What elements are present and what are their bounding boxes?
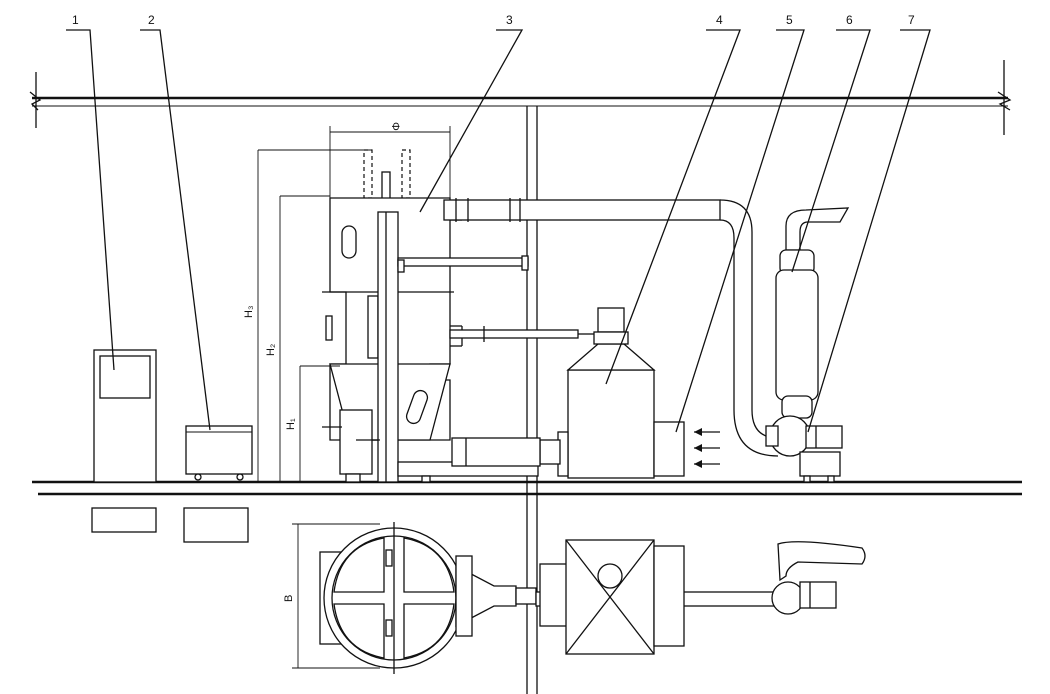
control-cabinet — [93, 349, 157, 483]
dimension-lines — [257, 126, 451, 669]
callout-6: 6 — [846, 13, 853, 27]
air-heater — [539, 307, 685, 479]
dimension-phi: Φ — [389, 122, 401, 131]
callout-4: 4 — [716, 13, 723, 27]
ceiling-line — [29, 60, 1012, 135]
hot-air-duct — [443, 198, 779, 457]
dimension-h3: H₃ — [243, 306, 255, 318]
cyclone-separator — [775, 207, 850, 419]
callout-5: 5 — [786, 13, 793, 27]
leader-lines — [66, 29, 931, 433]
callout-3: 3 — [506, 13, 513, 27]
plan-view — [91, 507, 866, 674]
callout-labels: 1 2 3 4 5 6 7 — [72, 13, 915, 27]
callout-1: 1 — [72, 13, 79, 27]
dimension-b: B — [283, 595, 295, 602]
dimension-labels: Φ H₃ H₂ H₁ B — [243, 122, 401, 602]
air-inlet-arrows — [694, 428, 720, 468]
collection-cart — [185, 425, 253, 481]
dimension-h2: H₂ — [265, 344, 277, 356]
drying-tower — [322, 149, 463, 483]
exhaust-blower — [765, 415, 843, 483]
callout-7: 7 — [908, 13, 915, 27]
callout-2: 2 — [148, 13, 155, 27]
dimension-h1: H₁ — [285, 418, 297, 430]
feed-pipe — [451, 437, 541, 467]
